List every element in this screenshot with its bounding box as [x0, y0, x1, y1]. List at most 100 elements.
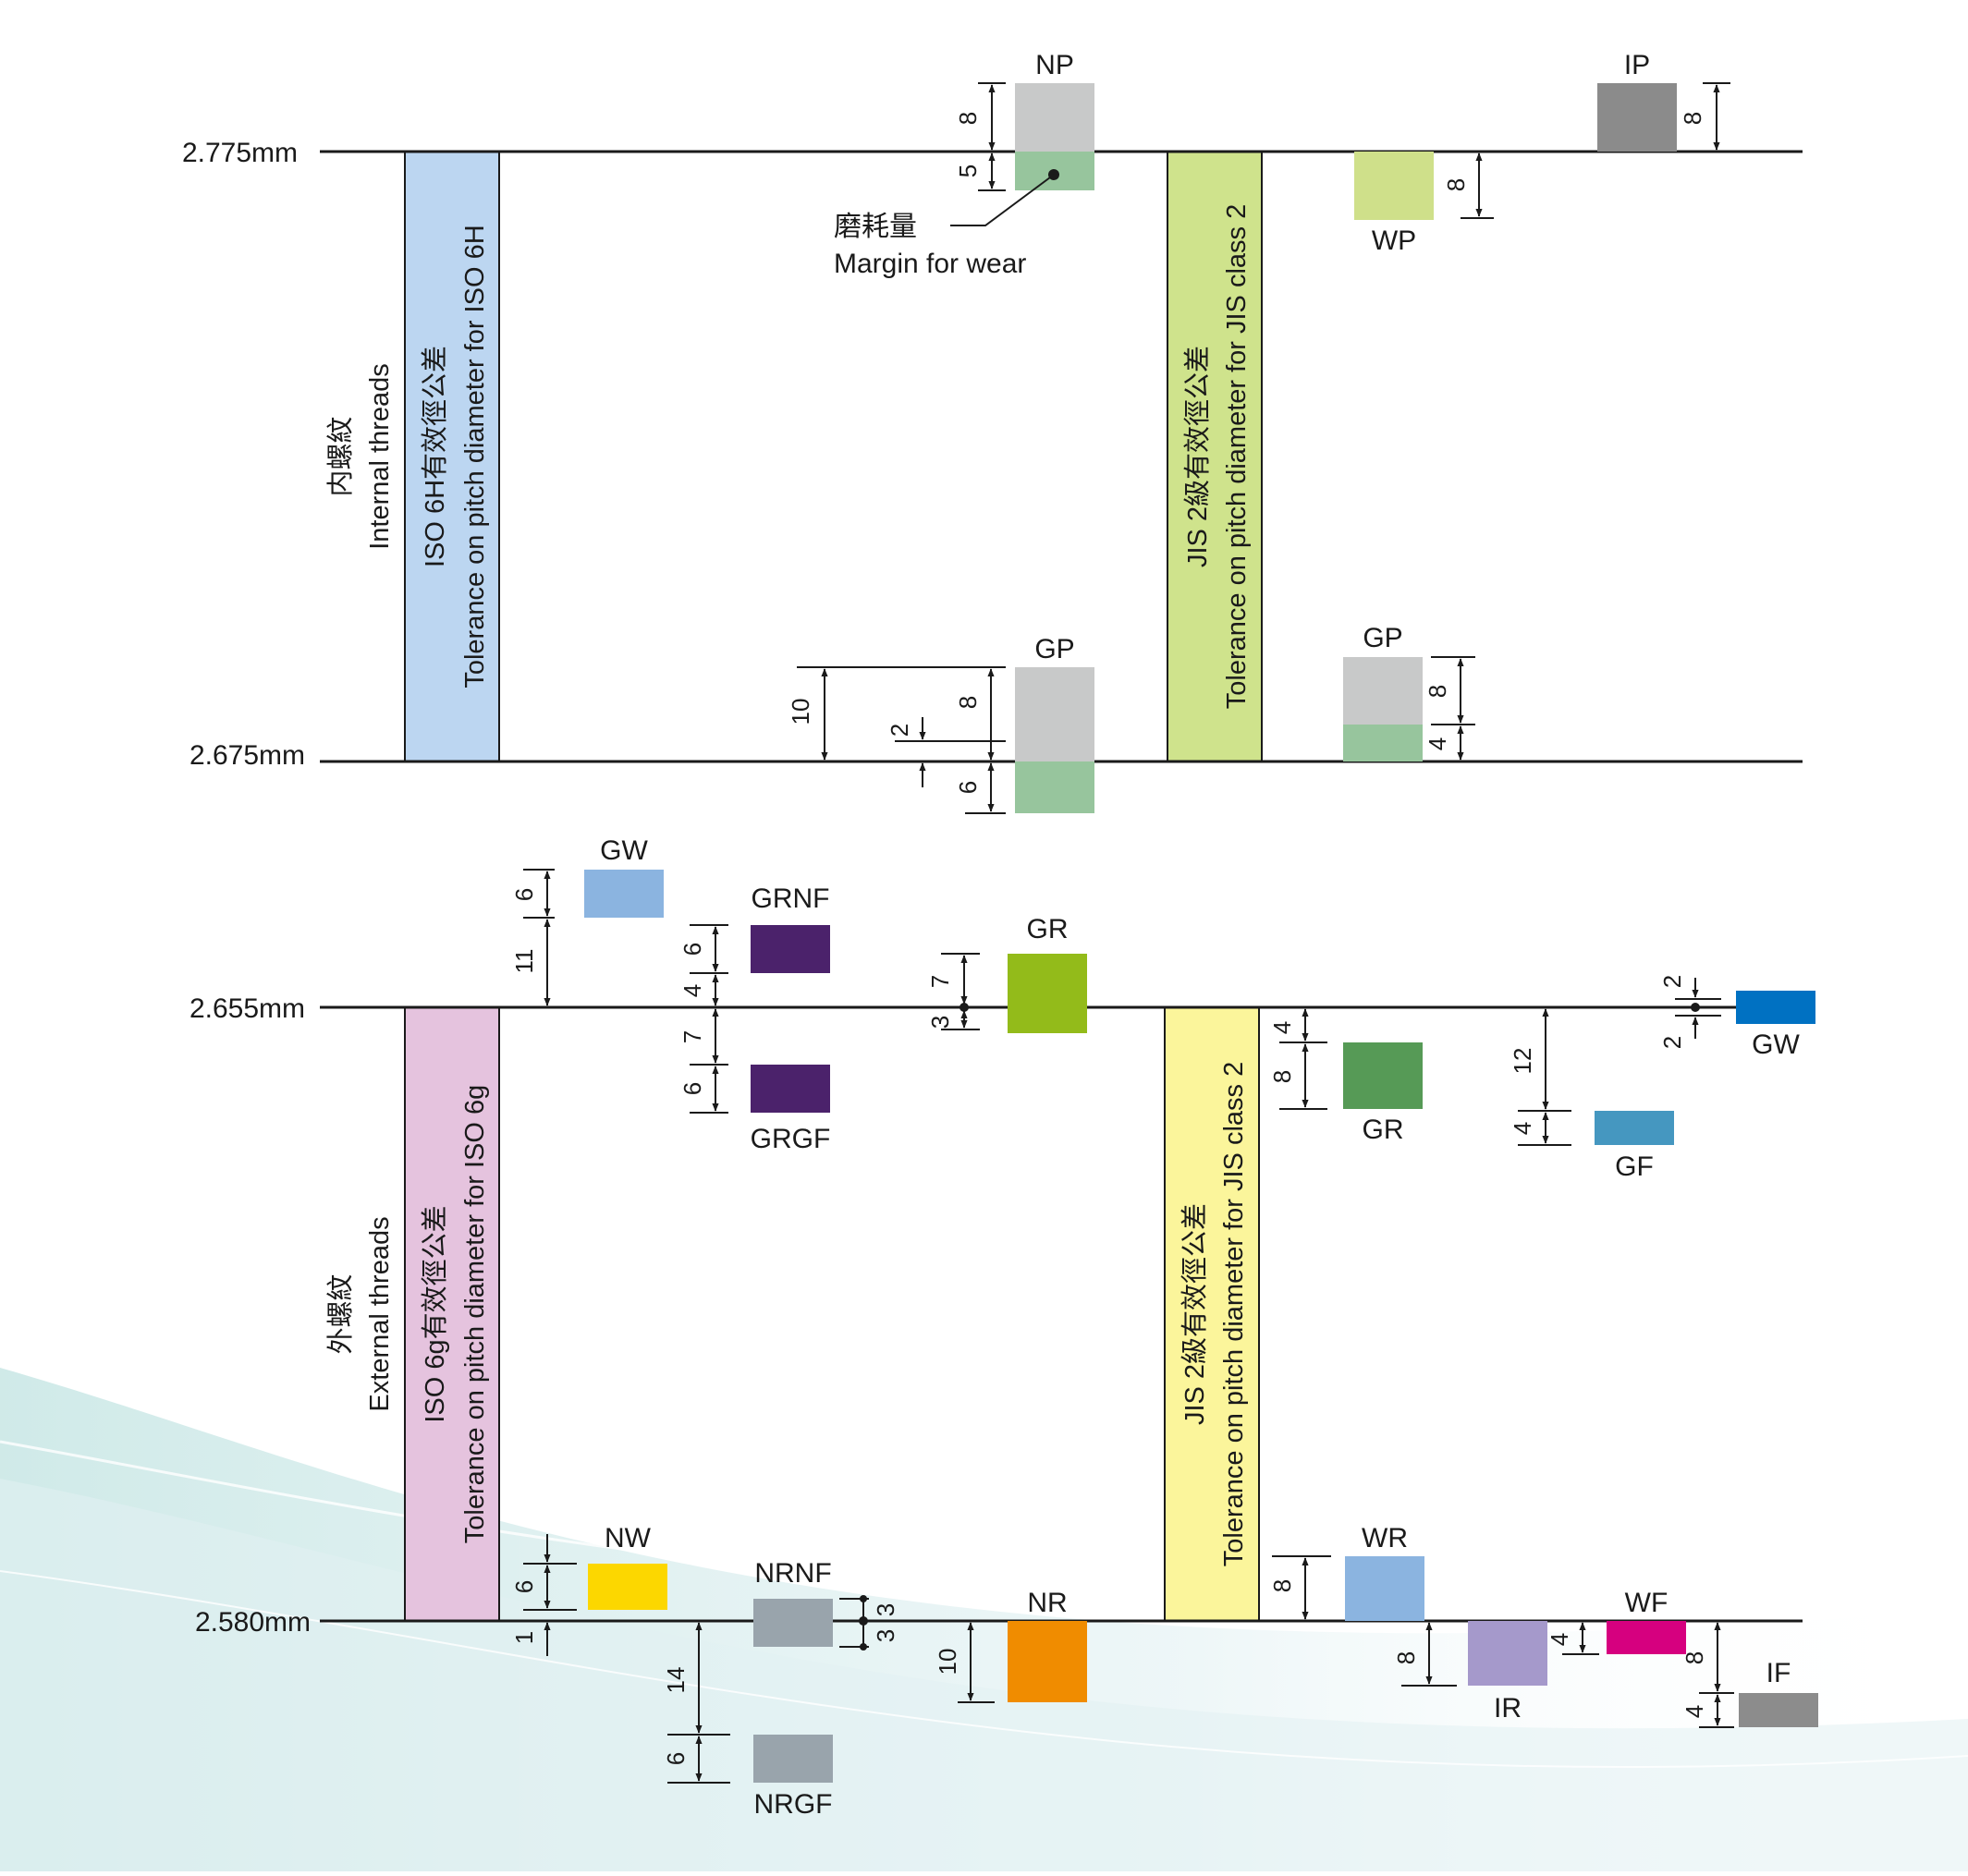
np-dim-8: 8	[954, 112, 982, 125]
grnf-dim-6: 6	[678, 943, 706, 956]
gp-dim-6: 6	[954, 781, 982, 794]
gf-dim-12: 12	[1509, 1048, 1536, 1075]
gw2-dim-2a: 2	[1658, 975, 1686, 988]
nrnf-dim-3b: 3	[872, 1629, 899, 1642]
np-gauge-block	[1015, 83, 1094, 152]
wr-dim-8: 8	[1268, 1579, 1296, 1592]
jis-internal-label-en: Tolerance on pitch diameter for JIS clas…	[1222, 204, 1252, 709]
nrnf-label: NRNF	[754, 1558, 831, 1589]
grgf-dim-7: 7	[678, 1030, 706, 1043]
wp-dim-8: 8	[1442, 178, 1470, 191]
jis-external-label: JIS 2級有效徑公差	[1180, 1203, 1210, 1425]
gr2-gauge-block	[1343, 1042, 1423, 1109]
wf-dim-4: 4	[1546, 1633, 1573, 1646]
wr-label: WR	[1362, 1523, 1408, 1553]
grgf-dim-6: 6	[678, 1082, 706, 1095]
np-label: NP	[1035, 50, 1074, 80]
if-dim-4: 4	[1681, 1705, 1708, 1718]
wear-callout-line	[950, 174, 1055, 226]
nrnf-dim-3a: 3	[872, 1603, 899, 1616]
jis-external-label-en: Tolerance on pitch diameter for JIS clas…	[1219, 1062, 1249, 1566]
wf-label: WF	[1625, 1588, 1669, 1618]
gr-dim-3: 3	[926, 1016, 954, 1029]
wp-gauge-block	[1354, 152, 1434, 220]
gf-label: GF	[1615, 1151, 1654, 1182]
gr2-label: GR	[1363, 1115, 1404, 1145]
nr-label: NR	[1027, 1588, 1067, 1618]
nrnf-gauge-block	[753, 1599, 833, 1647]
gr2-dim-4: 4	[1268, 1021, 1296, 1034]
nw-dim-1: 1	[510, 1631, 538, 1644]
wear-label-jp: 磨耗量	[834, 212, 917, 242]
gp-gauge-block	[1015, 667, 1094, 761]
nr-gauge-block	[1008, 1621, 1087, 1702]
if-dim-8: 8	[1681, 1651, 1708, 1664]
iso-6g-band	[404, 1006, 500, 1622]
gp-wear-block	[1015, 761, 1094, 813]
np-dim-5: 5	[954, 164, 982, 177]
gr2-dim-8: 8	[1268, 1070, 1296, 1083]
gp-label: GP	[1034, 634, 1074, 664]
nrgf-dim-14: 14	[662, 1667, 690, 1694]
axis-label-2580: 2.580mm	[195, 1607, 311, 1638]
axis-label-2675: 2.675mm	[189, 740, 305, 771]
external-title-en: External threads	[365, 1216, 395, 1411]
iso-6h-label: ISO 6H有效徑公差	[420, 346, 450, 567]
ir-label: IR	[1494, 1693, 1522, 1724]
nw-label: NW	[605, 1523, 652, 1553]
gw-label: GW	[600, 835, 648, 866]
wr-gauge-block	[1345, 1556, 1424, 1621]
grnf-label: GRNF	[752, 883, 830, 914]
gr-dim-7: 7	[926, 975, 954, 988]
grgf-label: GRGF	[751, 1124, 831, 1154]
gp2-label: GP	[1363, 623, 1402, 653]
gr-label: GR	[1027, 914, 1069, 944]
gp2-dim-4: 4	[1424, 737, 1451, 750]
ip-gauge-block	[1597, 83, 1677, 152]
gw2-label: GW	[1752, 1029, 1800, 1060]
external-title-jp: 外螺紋	[325, 1273, 356, 1354]
wear-label-en: Margin for wear	[834, 249, 1026, 279]
gp-dim-2: 2	[886, 724, 913, 737]
jis-internal-band	[1167, 151, 1263, 762]
gp-dim-10: 10	[787, 699, 814, 725]
gf-gauge-block	[1595, 1111, 1674, 1145]
jis-external-band	[1164, 1006, 1260, 1622]
if-gauge-block	[1739, 1693, 1818, 1727]
axis-label-2655: 2.655mm	[189, 993, 305, 1024]
axis-label-2775: 2.775mm	[182, 138, 298, 168]
gp2-wear-block	[1343, 725, 1423, 761]
nr-dim-10: 10	[934, 1649, 961, 1675]
nw-gauge-block	[588, 1564, 667, 1610]
internal-title-jp: 内螺紋	[325, 416, 356, 496]
gw2-gauge-block	[1736, 991, 1815, 1024]
gr-gauge-block	[1008, 954, 1087, 1033]
iso-6g-label-en: Tolerance on pitch diameter for ISO 6g	[460, 1085, 490, 1543]
gp2-dim-8: 8	[1424, 685, 1451, 698]
if-label: IF	[1766, 1658, 1791, 1688]
wf-gauge-block	[1607, 1621, 1686, 1654]
ir-gauge-block	[1468, 1621, 1547, 1686]
gw2-dim-2b: 2	[1658, 1036, 1686, 1049]
gw-dim-6: 6	[510, 888, 538, 901]
ip-dim-8: 8	[1679, 112, 1706, 125]
nrgf-gauge-block	[753, 1735, 833, 1783]
grgf-gauge-block	[751, 1065, 830, 1113]
ir-dim-8: 8	[1392, 1651, 1420, 1664]
nrgf-dim-6: 6	[662, 1752, 690, 1765]
iso-6h-band	[404, 151, 500, 762]
internal-section: 2.775mm 2.675mm 内螺紋 Internal threads ISO…	[182, 50, 1803, 814]
gp2-gauge-block	[1343, 657, 1423, 725]
jis-internal-label: JIS 2級有效徑公差	[1182, 346, 1213, 567]
nrgf-label: NRGF	[754, 1789, 833, 1820]
gf-dim-4: 4	[1509, 1122, 1536, 1135]
internal-title-en: Internal threads	[365, 363, 395, 550]
iso-6g-label: ISO 6g有效徑公差	[420, 1205, 450, 1422]
gp-dim-8: 8	[954, 696, 982, 709]
external-section: 2.655mm 2.580mm 外螺紋 External threads ISO…	[189, 835, 1818, 1820]
ip-label: IP	[1624, 50, 1650, 80]
gw-dim-11: 11	[510, 949, 538, 974]
grnf-gauge-block	[751, 925, 830, 973]
